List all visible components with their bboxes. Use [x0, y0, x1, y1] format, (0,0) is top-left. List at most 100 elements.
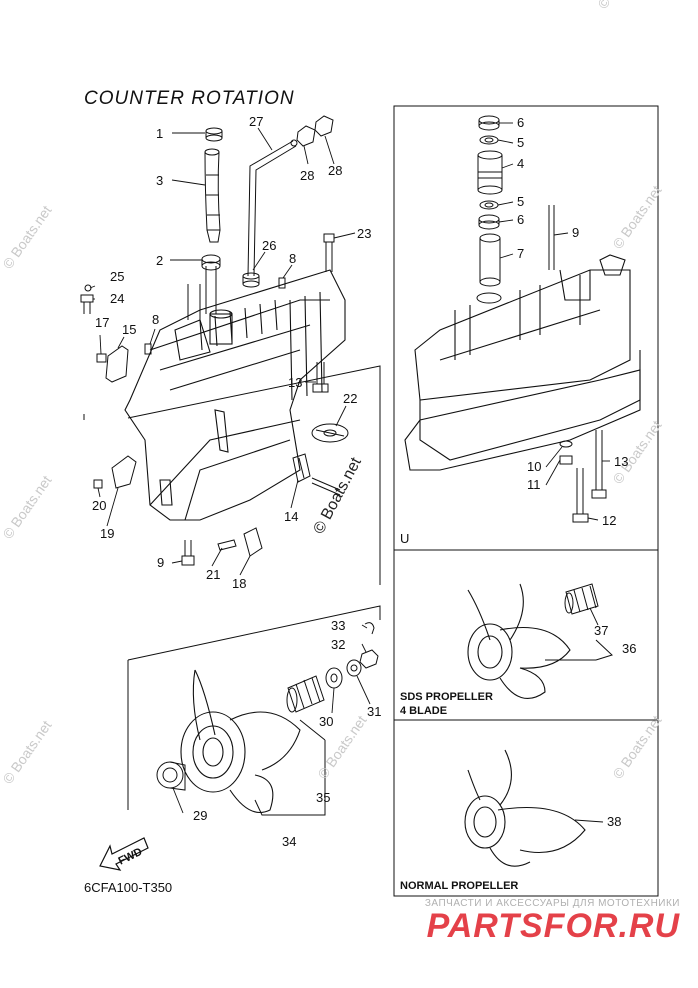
part-24-screw [80, 294, 94, 314]
part-9-bolt [181, 540, 195, 566]
callout-31: 31 [367, 704, 381, 719]
callout-numbers: 1 3 2 27 28 28 23 26 8 25 24 17 15 8 13 … [92, 114, 636, 892]
callout-13: 13 [614, 454, 628, 469]
u-part-6-top [478, 115, 500, 131]
part-29-thrust-hub [156, 761, 186, 791]
callout-37: 37 [594, 623, 608, 638]
part-35-spline-washer [286, 675, 325, 713]
u-gearcase [404, 254, 641, 471]
callout-20: 20 [92, 498, 106, 513]
callout-33: 33 [331, 618, 345, 633]
callout-32: 32 [331, 637, 345, 652]
u-part-6-bottom [478, 214, 500, 230]
callout-8: 8 [289, 251, 296, 266]
part-19-plate [111, 455, 137, 489]
callout-35: 35 [316, 790, 330, 805]
callout-9: 9 [572, 225, 579, 240]
fwd-arrow [99, 837, 149, 871]
u-part-11-nut [559, 455, 573, 465]
callout-4: 4 [517, 156, 524, 171]
bracket-36-37 [595, 639, 613, 661]
diagram-title: COUNTER ROTATION [84, 88, 295, 109]
u-part-5-bottom [479, 200, 499, 210]
part-14-trim-tab [292, 453, 311, 483]
part-18-cover [243, 527, 263, 557]
part-26-grommet [242, 272, 260, 288]
u-part-9-stud [548, 205, 555, 270]
part-8-pin [278, 277, 286, 289]
part-22-anode [311, 423, 349, 443]
callout-30: 30 [319, 714, 333, 729]
leader-lines [89, 122, 610, 823]
callout-8: 8 [152, 312, 159, 327]
callout-21: 21 [206, 567, 220, 582]
callout-9: 9 [157, 555, 164, 570]
callout-11: 11 [527, 477, 541, 492]
callout-19: 19 [100, 526, 114, 541]
callout-2: 2 [156, 253, 163, 268]
part-15-plate [105, 345, 129, 383]
callout-6: 6 [517, 115, 524, 130]
part-32-nut [359, 649, 379, 669]
normal-propeller [464, 749, 586, 867]
callout-25: 25 [110, 269, 124, 284]
normal-propeller-label: NORMAL PROPELLER [400, 880, 518, 892]
part-2-seal [201, 254, 221, 271]
prop-group-frame [127, 605, 381, 661]
part-1-grommet [205, 127, 223, 142]
part-17-screw [96, 353, 107, 363]
watermark-text: © Boats.net [0, 472, 55, 541]
watermark-text: © Boats.net [594, 0, 649, 12]
normal-box-frame [393, 719, 659, 897]
u-part-13-bolt [591, 430, 607, 499]
part-3-hose [204, 148, 221, 243]
callout-17: 17 [95, 315, 109, 330]
part-31-nut [346, 659, 362, 677]
callout-34: 34 [282, 834, 296, 849]
callout-13: 13 [288, 375, 302, 390]
part-27-pipe [247, 139, 298, 277]
drive-shaft [187, 284, 201, 320]
callout-36: 36 [622, 641, 636, 656]
brand-name: PARTSFOR.RU [426, 907, 680, 945]
part-28-blocks [296, 115, 334, 147]
bracket-34-35 [254, 740, 326, 816]
part-23-bolt [323, 233, 335, 272]
callout-12: 12 [602, 513, 616, 528]
watermark-text: © Boats.net [0, 717, 55, 786]
callout-28: 28 [300, 168, 314, 183]
part-14-bolt [311, 477, 341, 496]
callout-29: 29 [193, 808, 207, 823]
watermark-text: © Boats.net [609, 712, 664, 781]
callout-6: 6 [517, 212, 524, 227]
callout-1: 1 [156, 126, 163, 141]
callout-23: 23 [357, 226, 371, 241]
u-part-4-sleeve [477, 150, 503, 195]
callout-7: 7 [517, 246, 524, 261]
diagram-code: 6CFA100-T350 [84, 880, 173, 895]
watermark-text: © Boats.net [609, 417, 664, 486]
u-part-10-washer [559, 440, 573, 448]
part-13-bolt [312, 362, 329, 393]
callout-10: 10 [527, 459, 541, 474]
u-part-5-top [479, 135, 499, 145]
sds-part-37-hub [564, 583, 599, 615]
sds-propeller [467, 583, 571, 700]
part-20-nut [93, 479, 103, 489]
upper-group-frame [127, 365, 381, 585]
u-part-12-bolt [572, 468, 589, 523]
watermark-text-center: © Boats.net [311, 454, 366, 536]
callout-27: 27 [249, 114, 263, 129]
callout-14: 14 [284, 509, 298, 524]
part-34-propeller [180, 669, 301, 814]
callout-24: 24 [110, 291, 124, 306]
callout-3: 3 [156, 173, 163, 188]
part-33-cotter-pin [364, 622, 375, 635]
watermark-text: © Boats.net [0, 202, 55, 271]
u-box-label: U [400, 531, 409, 546]
watermark-text: © Boats.net [609, 182, 664, 251]
callout-22: 22 [343, 391, 357, 406]
part-30-washer [325, 667, 343, 689]
